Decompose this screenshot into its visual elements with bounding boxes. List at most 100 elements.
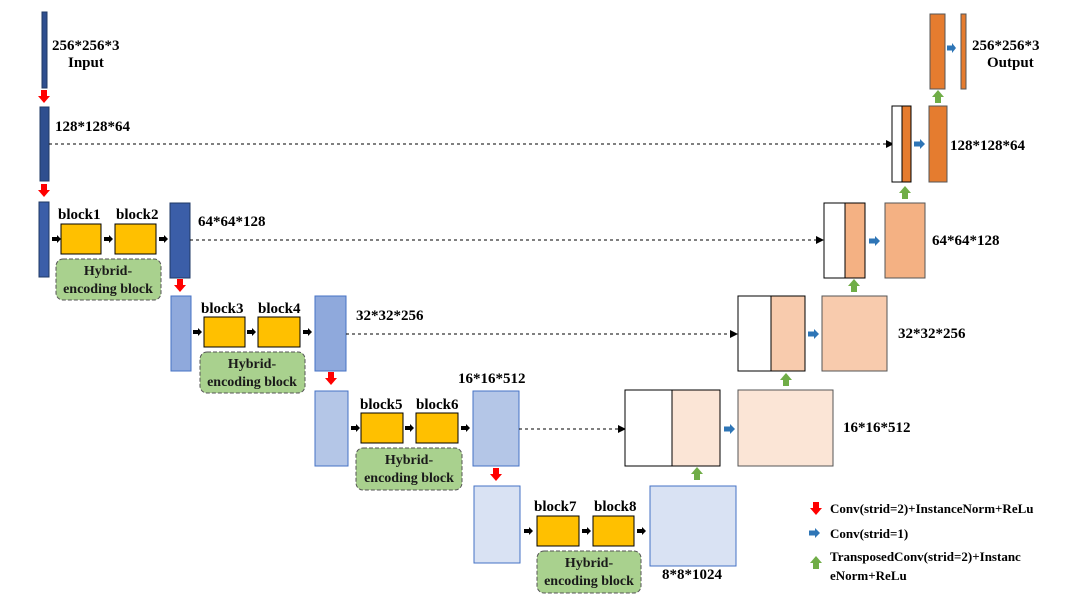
block1-label: block1	[58, 207, 101, 223]
dec1-dims-label: 128*128*64	[950, 138, 1026, 154]
conv-arrow	[159, 235, 168, 243]
block6-label: block6	[416, 397, 459, 413]
up-arrow	[899, 186, 911, 199]
block3-label: block3	[201, 301, 244, 317]
block8	[592, 515, 635, 547]
enc2-dims-label: 64*64*128	[198, 214, 266, 230]
conv-arrow	[104, 235, 113, 243]
dec2-upsampled	[844, 202, 866, 279]
block5-label: block5	[360, 397, 403, 413]
dec2-dims-label: 64*64*128	[932, 233, 1000, 249]
down-arrow	[38, 90, 50, 103]
conv-arrow-blue	[914, 139, 925, 149]
conv-arrow	[637, 527, 646, 535]
output-dims-label: 256*256*3	[972, 38, 1040, 54]
enc4-input-layer	[314, 390, 349, 467]
legend: Conv(strid=2)+InstanceNorm+ReLu Conv(str…	[809, 501, 1034, 583]
legend-up-arrow-icon	[810, 556, 822, 569]
dec1-layer	[928, 105, 948, 183]
input-layer	[41, 11, 48, 89]
bottleneck-dims-label: 8*8*1024	[662, 567, 723, 583]
block4-label: block4	[258, 301, 301, 317]
conv-arrow-blue	[808, 329, 819, 339]
conv-arrow	[524, 527, 533, 535]
dec4-dims-label: 16*16*512	[843, 420, 911, 436]
legend-transposed-label-line2: eNorm+ReLu	[830, 568, 907, 583]
up-arrow	[932, 90, 944, 103]
dec2-layer	[884, 202, 926, 279]
dec1-skip-concat	[891, 105, 903, 183]
conv-arrow	[52, 235, 61, 243]
block8-label: block8	[594, 499, 637, 515]
conv-arrow	[582, 527, 591, 535]
dec4-upsampled	[671, 389, 721, 467]
conv-arrow	[405, 424, 414, 432]
input-dims-label: 256*256*3	[52, 38, 120, 54]
block2	[114, 223, 157, 255]
input-label: Input	[68, 55, 104, 71]
block4	[257, 316, 301, 348]
conv-arrow-blue	[947, 43, 956, 53]
hybrid-label-line2: encoding block	[63, 282, 153, 297]
conv-arrow-blue	[869, 236, 880, 246]
output-layer	[960, 13, 967, 90]
hybrid-label-line1: Hybrid-	[565, 556, 614, 571]
block7-label: block7	[534, 499, 577, 515]
conv-arrow	[351, 424, 360, 432]
conv-arrow	[247, 328, 256, 336]
bottleneck-input-layer	[473, 485, 521, 564]
enc3-input-layer	[170, 295, 192, 372]
dec1-upsampled	[901, 105, 912, 183]
dec3-skip-concat	[737, 295, 772, 372]
down-arrow	[490, 468, 502, 481]
enc2-layer	[169, 202, 191, 279]
enc4-dims-label: 16*16*512	[458, 371, 526, 387]
block7	[536, 515, 580, 547]
dec4-layer	[737, 389, 834, 467]
up-arrow	[780, 373, 792, 386]
enc4-layer	[472, 390, 520, 467]
hybrid-encoding-block-1	[55, 258, 162, 301]
conv-arrow-blue	[724, 424, 735, 434]
enc1-layer	[39, 106, 50, 182]
legend-down-arrow-icon	[810, 502, 822, 515]
legend-conv-label: Conv(strid=1)	[830, 526, 908, 541]
hybrid-label-line1: Hybrid-	[228, 357, 277, 372]
up-arrow	[691, 467, 703, 480]
block1	[60, 223, 102, 255]
hybrid-label-line1: Hybrid-	[84, 264, 133, 279]
block6	[415, 412, 459, 444]
down-arrow	[325, 372, 337, 385]
legend-transposed-label-line1: TransposedConv(strid=2)+Instanc	[830, 549, 1021, 564]
dec3-dims-label: 32*32*256	[898, 326, 966, 342]
block5	[360, 412, 404, 444]
hybrid-encoding-block-2	[199, 351, 306, 394]
block2-label: block2	[116, 207, 159, 223]
conv-arrow	[193, 328, 202, 336]
block3	[203, 316, 246, 348]
dec3-upsampled	[770, 295, 806, 372]
hybrid-label-line2: encoding block	[364, 471, 454, 486]
enc3-layer	[314, 295, 347, 372]
dec3-layer	[821, 295, 888, 372]
dec2-skip-concat	[823, 202, 846, 279]
conv-arrow	[461, 424, 470, 432]
hybrid-label-line2: encoding block	[207, 375, 297, 390]
conv-arrow	[303, 328, 312, 336]
hybrid-encoding-block-3	[355, 447, 463, 491]
legend-conv-arrow-icon	[809, 528, 820, 538]
dec4-skip-concat	[624, 389, 673, 467]
enc1-dims-label: 128*128*64	[55, 119, 131, 135]
hybrid-encoding-block-4	[536, 550, 642, 594]
down-arrow	[38, 184, 50, 197]
legend-conv-down-label: Conv(strid=2)+InstanceNorm+ReLu	[830, 501, 1034, 516]
enc2-input-layer	[38, 201, 50, 278]
output-label: Output	[987, 55, 1034, 71]
enc3-dims-label: 32*32*256	[356, 308, 424, 324]
hybrid-label-line2: encoding block	[544, 574, 634, 589]
down-arrow	[174, 279, 186, 292]
up-arrow	[848, 279, 860, 292]
hybrid-label-line1: Hybrid-	[385, 453, 434, 468]
bottleneck-layer	[649, 485, 737, 567]
